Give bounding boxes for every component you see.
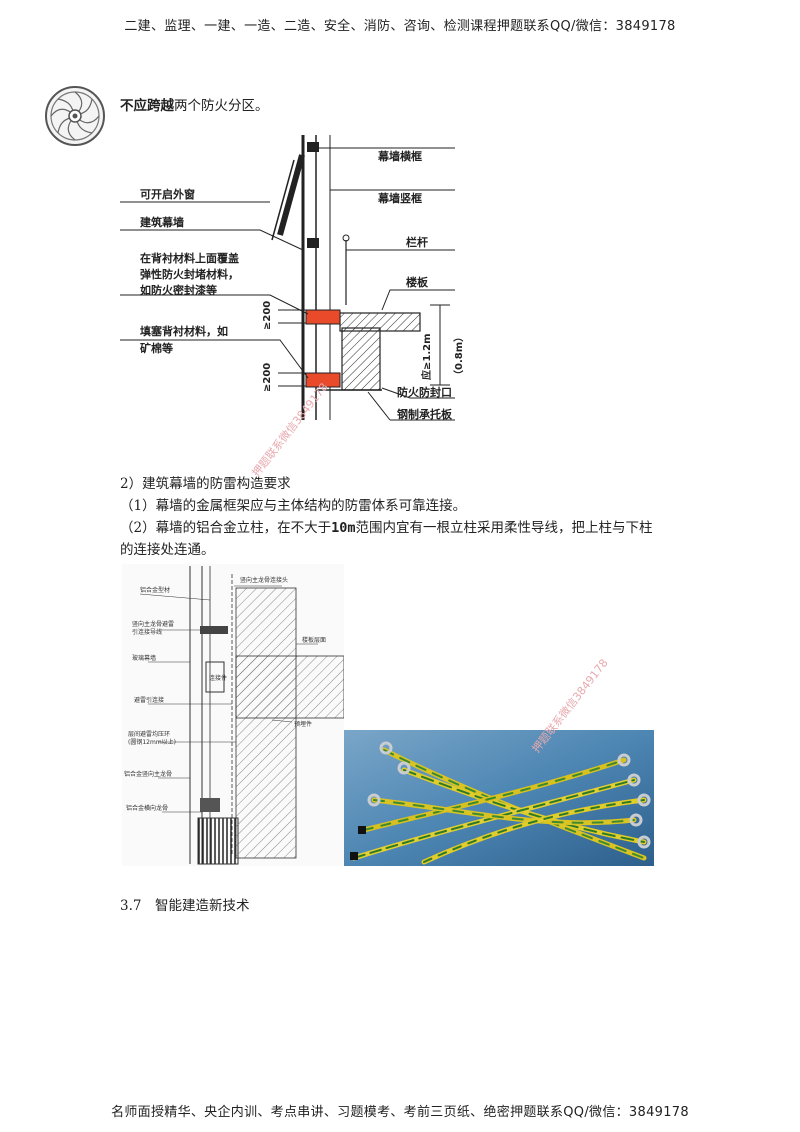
- intro-rest: 两个防火分区。: [174, 98, 269, 114]
- label-dim-right-2: （0.8m）: [452, 332, 465, 380]
- section2-item2: （2）幕墙的铝合金立柱，在不大于10m范围内宜有一根立柱采用柔性导线，把上柱与下…: [120, 518, 652, 538]
- label-tray: 钢制承托板: [397, 407, 453, 421]
- f2-label-9: 铝合金横向龙骨: [126, 804, 168, 812]
- page-footer: 名师面授精华、央企内训、考点串讲、习题模考、考前三页纸、绝密押题联系QQ/微信：…: [111, 1105, 689, 1120]
- intro-paragraph: 不应跨越两个防火分区。: [120, 96, 269, 116]
- f2-label-6: 层间避雷均压环: [128, 730, 170, 738]
- label-mullion-v: 幕墙竖框: [377, 191, 422, 205]
- f2-label-2: 竖向主龙骨避雷: [132, 620, 174, 628]
- section37-title: 3.7 智能建造新技术: [120, 898, 250, 914]
- section2-item1: （1）幕墙的金属框架应与主体结构的防雷体系可靠连接。: [120, 498, 467, 514]
- seal-logo-icon: [45, 86, 105, 146]
- label-window: 可开启外窗: [140, 187, 195, 201]
- fire-seal-diagram: 幕墙横框 幕墙竖框 可开启外窗 建筑幕墙 栏杆 在背衬材料上面覆盖 弹性防火封堵…: [120, 135, 465, 421]
- f2-label-8: 铝合金竖向主龙骨: [124, 770, 172, 778]
- label-floor: 楼板: [406, 275, 429, 289]
- label-cover-1: 在背衬材料上面覆盖: [140, 251, 239, 265]
- label-cover-2: 弹性防火封堵材料，: [140, 267, 239, 281]
- item2-part-b: 10m: [331, 520, 356, 536]
- label-fill-2: 矿棉等: [140, 341, 173, 355]
- item2-part-a: （2）幕墙的铝合金立柱，在不大于: [120, 520, 332, 536]
- page-header: 二建、监理、一建、一造、二造、安全、消防、咨询、检测课程押题联系QQ/微信：38…: [124, 19, 676, 34]
- f2-label-embed: 预埋件: [294, 720, 312, 728]
- f2-label-4: 玻璃幕墙: [132, 654, 156, 662]
- f2-label-7: (圆钢12mm以上): [128, 738, 176, 746]
- label-curtain: 建筑幕墙: [140, 215, 184, 229]
- label-mullion-h: 幕墙横框: [377, 149, 422, 163]
- f2-label-box: 连接件: [209, 674, 227, 682]
- section2-title: 2）建筑幕墙的防雷构造要求: [120, 476, 291, 492]
- lightning-protection-diagram: 铝合金型材 竖向主龙骨避雷 引连接导线 玻璃幕墙 避雷引连接 层间避雷均压环 (…: [122, 564, 344, 866]
- label-dim-bottom: ≥200: [262, 363, 273, 392]
- label-dim-top: ≥200: [262, 301, 273, 330]
- grounding-cables-photo: [344, 730, 654, 866]
- section2-item2-cont: 的连接处连通。: [120, 542, 215, 558]
- f2-label-3: 引连接导线: [132, 628, 162, 636]
- f2-label-1: 铝合金型材: [140, 586, 170, 594]
- f2-label-top: 竖向主龙骨连接头: [240, 576, 288, 584]
- label-dim-right-1: 应≥1.2m: [420, 333, 433, 380]
- f2-label-slab: 楼板层面: [302, 636, 326, 644]
- f2-label-5: 避雷引连接: [134, 696, 164, 704]
- label-seal: 防火防封口: [397, 385, 452, 399]
- intro-bold: 不应跨越: [120, 98, 174, 114]
- item2-part-c: 范围内宜有一根立柱采用柔性导线，把上柱与下柱: [355, 520, 653, 536]
- label-fill-1: 填塞背衬材料，如: [140, 324, 228, 338]
- label-cover-3: 如防火密封漆等: [140, 283, 217, 297]
- label-railing: 栏杆: [406, 235, 428, 249]
